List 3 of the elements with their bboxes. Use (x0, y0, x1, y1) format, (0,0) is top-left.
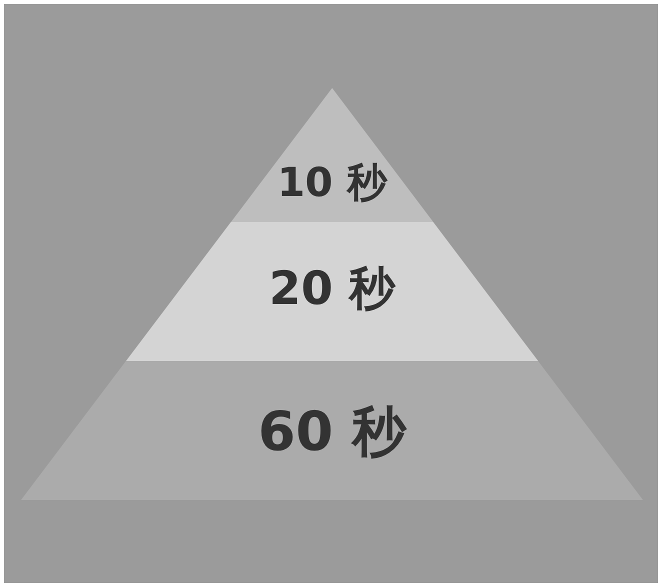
duration-label: 20 秒 (268, 265, 395, 311)
duration-label: 10 秒 (277, 163, 387, 203)
duration-label: 60 秒 (258, 405, 406, 459)
